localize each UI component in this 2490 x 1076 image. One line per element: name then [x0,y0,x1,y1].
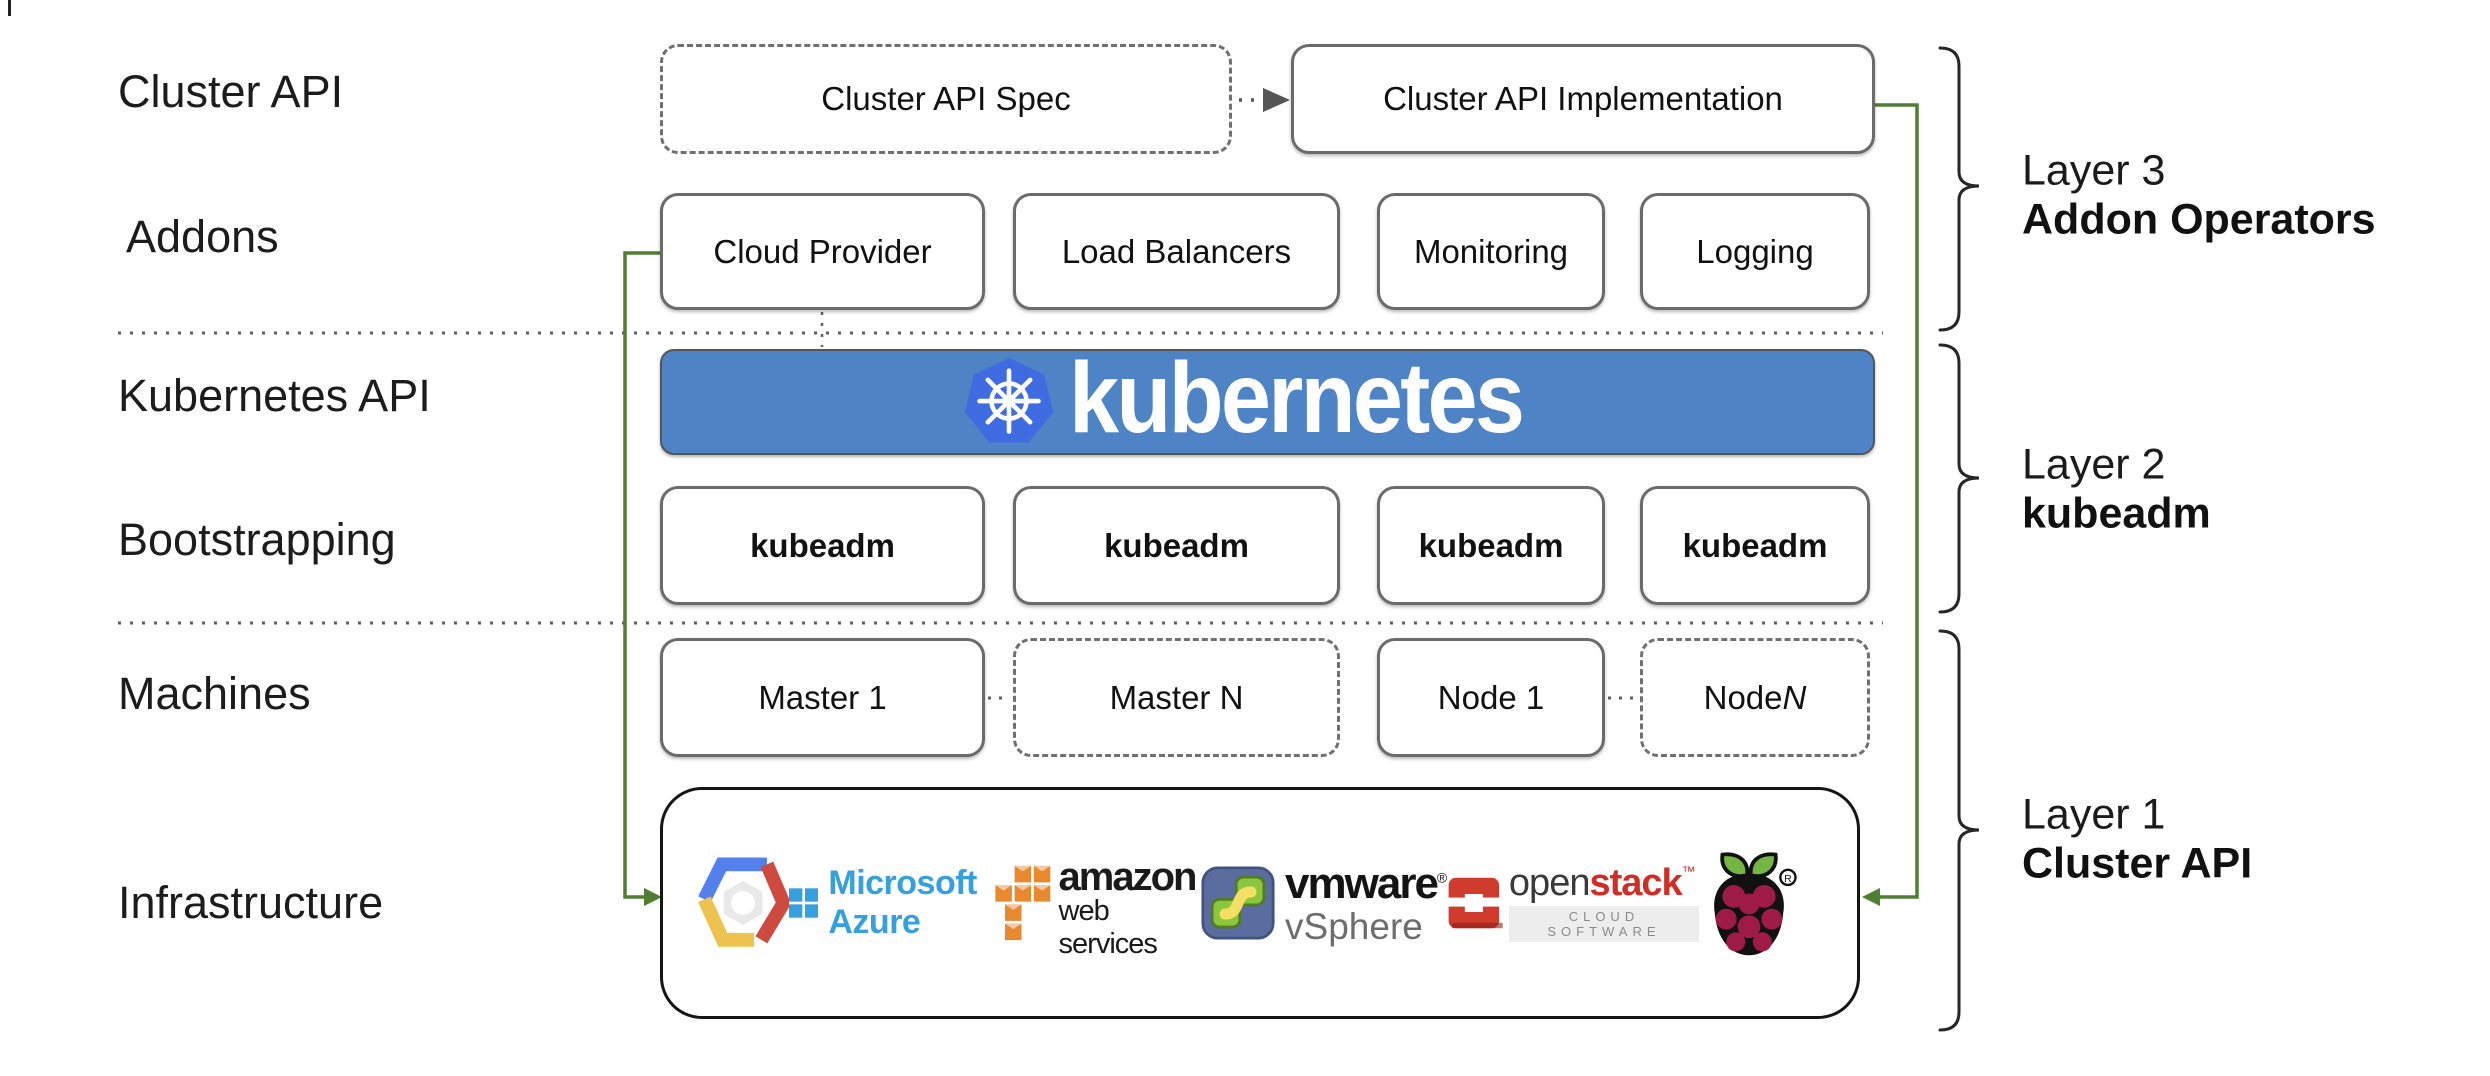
addon-label: Load Balancers [1061,232,1292,270]
machine-label: Master 1 [758,678,887,716]
aws-wordmark: amazon [1058,855,1198,899]
vmware-vsphere-logo: vmware® vSphere [1201,858,1447,947]
vsphere-wordmark: vSphere [1285,905,1423,947]
raspberry-pi-icon: R [1714,852,1797,956]
layer-1-title: Cluster API [2022,840,2253,888]
row-label-addons: Addons [126,211,279,262]
kubernetes-wordmark: kubernetes [1068,342,1525,454]
row-label-kubernetes-api: Kubernetes API [118,370,431,421]
layer-2-title: kubeadm [2022,490,2211,538]
kubeadm-label: kubeadm [1418,526,1564,564]
machine-label: Node 1 [1437,678,1545,716]
green-arrowhead-right [1862,888,1880,906]
kubeadm-box-1: kubeadm [660,486,985,605]
addon-box-monitoring: Monitoring [1377,193,1605,310]
machine-box-node-n: Node N [1640,638,1870,757]
addon-box-logging: Logging [1640,193,1870,310]
layer-2-name: Layer 2 [2022,440,2166,489]
kubeadm-box-2: kubeadm [1013,486,1340,605]
layer-2-label: Layer 2 kubeadm [2022,441,2211,540]
machine-label: Node [1703,678,1783,716]
layer-3-label: Layer 3 Addon Operators [2022,147,2376,246]
openstack-trademark: ™ [1681,863,1696,879]
cluster-api-spec-box: Cluster API Spec [660,44,1232,154]
addon-box-cloud-provider: Cloud Provider [660,193,985,310]
kubernetes-banner: kubernetes [660,342,1875,455]
openstack-wordmark-stack: stack [1589,862,1682,904]
brace-layer1 [1938,629,1980,1032]
azure-wordmark: Microsoft Azure [828,864,977,941]
svg-text:R: R [1784,874,1792,885]
kubeadm-box-4: kubeadm [1640,486,1870,605]
corner-tick [8,0,11,16]
kubeadm-label: kubeadm [750,526,895,564]
cluster-api-spec-label: Cluster API Spec [821,80,1071,117]
row-label-cluster-api: Cluster API [118,66,344,117]
openstack-icon [1447,877,1503,929]
aws-subtext: web services [1058,895,1158,960]
machine-box-node-1: Node 1 [1377,638,1605,757]
green-connector-right [1875,103,1919,899]
kubeadm-label: kubeadm [1682,526,1828,564]
kubeadm-box-3: kubeadm [1377,486,1605,605]
machine-label-italic: N [1782,678,1807,716]
addon-label: Logging [1696,232,1814,270]
addon-label: Cloud Provider [713,232,932,270]
infrastructure-box: Microsoft Azure amazon web services [660,787,1860,1019]
aws-logo: amazon web services [994,845,1201,961]
kubernetes-logo-icon [964,357,1053,443]
brace-layer2 [1938,343,1980,614]
azure-window-icon [789,888,819,918]
vsphere-icon [1201,866,1275,940]
kubeadm-label: kubeadm [1104,526,1249,564]
openstack-logo: openstack™ CLOUD SOFTWARE [1445,864,1699,942]
google-cloud-icon [698,857,789,947]
aws-cubes-icon [995,865,1051,941]
google-cloud-logo [697,857,789,949]
openstack-subtext: CLOUD SOFTWARE [1508,906,1699,942]
raspberry-pi-logo: R [1699,847,1799,959]
layer-1-label: Layer 1 Cluster API [2022,791,2252,890]
cluster-api-implementation-box: Cluster API Implementation [1291,44,1875,154]
layer-1-name: Layer 1 [2022,790,2166,839]
layer-3-title: Addon Operators [2022,196,2376,244]
brace-layer3 [1938,46,1980,332]
machine-box-master-n: Master N [1013,638,1340,757]
layer-3-name: Layer 3 [2022,146,2166,195]
green-connector-left [623,251,660,899]
microsoft-azure-logo: Microsoft Azure [789,864,994,942]
vmware-registered-mark: ® [1436,868,1447,885]
row-label-bootstrapping: Bootstrapping [118,514,396,565]
addon-box-load-balancers: Load Balancers [1013,193,1340,310]
row-label-machines: Machines [118,668,311,719]
vmware-wordmark: vmware [1285,858,1439,908]
green-arrowhead-left [644,888,662,906]
machine-label: Master N [1109,678,1244,716]
spec-to-impl-arrowhead [1263,88,1290,112]
cluster-api-implementation-label: Cluster API Implementation [1383,80,1783,117]
openstack-wordmark-open: open [1508,862,1591,904]
addon-label: Monitoring [1413,232,1569,270]
row-label-infrastructure: Infrastructure [118,877,384,928]
machine-box-master-1: Master 1 [660,638,985,757]
